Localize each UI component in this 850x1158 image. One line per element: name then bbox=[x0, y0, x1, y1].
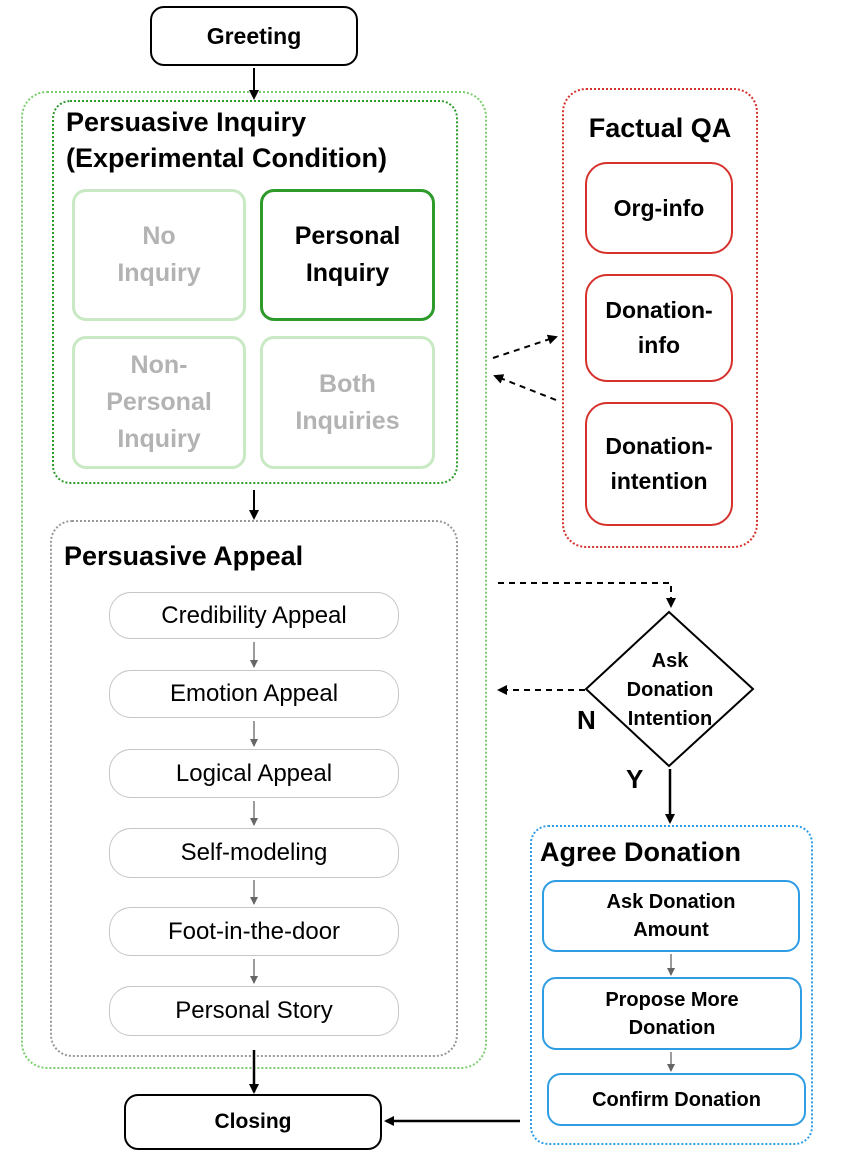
closing-label: Closing bbox=[214, 1110, 292, 1133]
arrow-from-factual-qa bbox=[493, 374, 557, 401]
agree-label: Propose More Donation bbox=[605, 988, 739, 1039]
qa-label: Donation- info bbox=[605, 297, 713, 358]
decision-diamond bbox=[584, 610, 755, 768]
agree-propose-more: Propose More Donation bbox=[542, 977, 802, 1050]
appeal-label: Foot-in-the-door bbox=[167, 917, 341, 945]
closing-node: Closing bbox=[124, 1094, 382, 1150]
qa-org-info: Org-info bbox=[585, 162, 733, 254]
inquiry-cell-label: No Inquiry bbox=[117, 222, 201, 287]
inquiry-cell-personal-inquiry: Personal Inquiry bbox=[260, 189, 435, 321]
appeal-self-modeling: Self-modeling bbox=[109, 828, 399, 878]
inquiry-cell-label: Both Inquiries bbox=[295, 369, 400, 435]
inquiry-cell-no-inquiry: No Inquiry bbox=[72, 189, 246, 321]
arrow-to-factual-qa bbox=[492, 334, 558, 359]
appeal-logical: Logical Appeal bbox=[109, 749, 399, 798]
agree-label: Ask Donation Amount bbox=[606, 891, 736, 941]
agree-confirm-donation: Confirm Donation bbox=[547, 1073, 806, 1126]
persuasive-inquiry-region bbox=[52, 100, 458, 484]
inquiry-cell-label: Personal Inquiry bbox=[294, 222, 401, 287]
appeal-label: Emotion Appeal bbox=[169, 680, 339, 707]
qa-label: Org-info bbox=[613, 194, 705, 221]
appeal-emotion: Emotion Appeal bbox=[109, 670, 399, 718]
qa-donation-intention: Donation- intention bbox=[585, 402, 733, 526]
agree-ask-amount: Ask Donation Amount bbox=[542, 880, 800, 952]
appeal-credibility: Credibility Appeal bbox=[109, 592, 399, 639]
persuasive-inquiry-title: Persuasive Inquiry (Experimental Conditi… bbox=[66, 107, 388, 173]
greeting-label: Greeting bbox=[206, 22, 302, 49]
persuasive-appeal-title: Persuasive Appeal bbox=[64, 541, 304, 571]
inquiry-cell-both-inquiries: Both Inquiries bbox=[260, 336, 435, 469]
decision-no-label: N bbox=[577, 705, 596, 735]
inquiry-cell-non-personal-inquiry: Non- Personal Inquiry bbox=[72, 336, 246, 469]
appeal-label: Credibility Appeal bbox=[161, 601, 347, 629]
qa-donation-info: Donation- info bbox=[585, 274, 733, 382]
appeal-personal-story: Personal Story bbox=[109, 986, 399, 1036]
arrow-appeal-to-decision bbox=[498, 582, 676, 608]
appeal-foot-in-the-door: Foot-in-the-door bbox=[109, 907, 399, 956]
greeting-node: Greeting bbox=[150, 6, 358, 66]
qa-label: Donation- intention bbox=[605, 433, 713, 494]
agree-label: Confirm Donation bbox=[592, 1088, 761, 1111]
decision-text: Ask Donation Intention bbox=[626, 649, 714, 730]
appeal-label: Self-modeling bbox=[180, 839, 328, 866]
appeal-label: Personal Story bbox=[175, 997, 333, 1024]
agree-donation-title: Agree Donation bbox=[540, 837, 742, 867]
decision-yes-label: Y bbox=[626, 764, 644, 794]
factual-qa-region bbox=[562, 88, 758, 548]
factual-qa-title: Factual QA bbox=[588, 113, 732, 143]
agree-donation-region bbox=[530, 825, 813, 1145]
appeal-label: Logical Appeal bbox=[175, 759, 333, 787]
inquiry-cell-label: Non- Personal Inquiry bbox=[106, 351, 212, 453]
